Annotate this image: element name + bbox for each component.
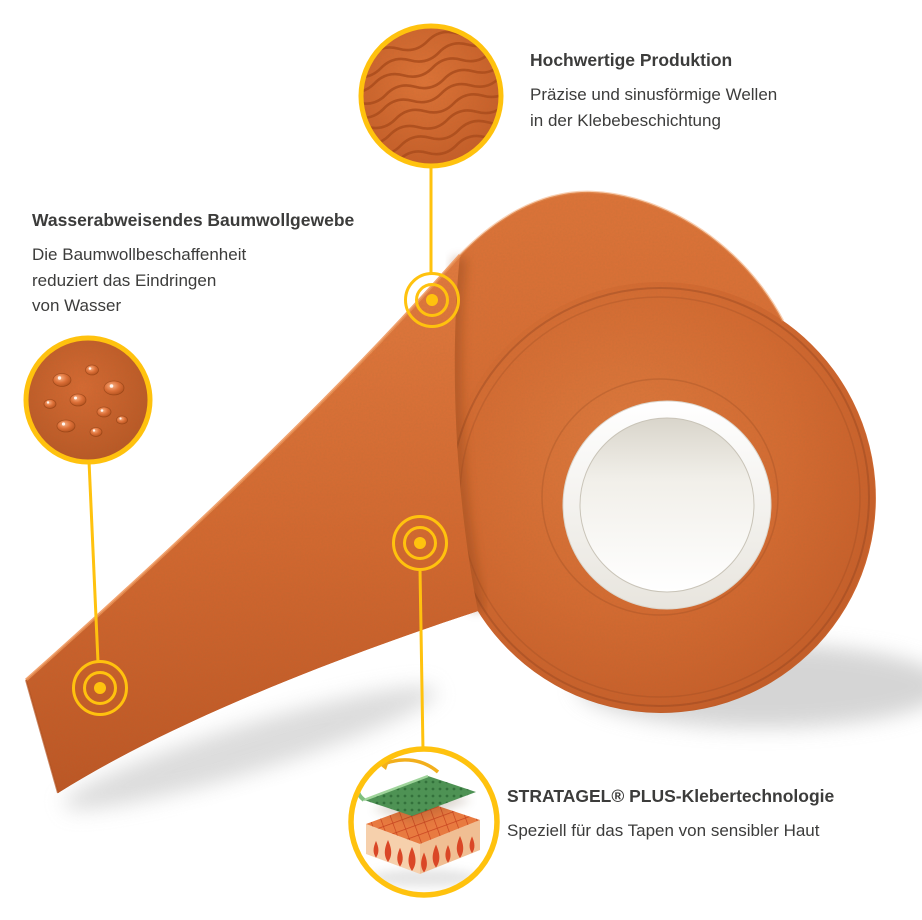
- callout-cotton-title: Wasserabweisendes Baumwollgewebe: [32, 210, 355, 230]
- callout-adhesive-title: STRATAGEL® PLUS-Klebertechnologie: [507, 786, 835, 806]
- callout-cotton-line: reduziert das Eindringen: [32, 270, 217, 290]
- callout-cotton-line: von Wasser: [32, 296, 122, 315]
- callout-production-line: in der Klebebeschichtung: [530, 110, 721, 130]
- connector-lines: [87, 165, 433, 751]
- tape-roll: [25, 190, 876, 794]
- fabric-texture: [26, 191, 876, 794]
- zoom-circle-cotton: [23, 335, 153, 465]
- target-marker-cotton-icon: [72, 660, 128, 716]
- zoom-circle-adhesive: [348, 746, 500, 898]
- callout-adhesive-line: Speziell für das Tapen von sensibler Hau…: [507, 821, 820, 840]
- peel-arrow-icon: [383, 758, 440, 774]
- strip-edge-highlight: [25, 254, 462, 682]
- water-droplets: [43, 364, 128, 437]
- callout-production: Hochwertige Produktion Präzise und sinus…: [530, 50, 890, 133]
- callout-cotton-line: Die Baumwollbeschaffenheit: [32, 245, 247, 264]
- connector-adhesive: [418, 568, 425, 751]
- callout-adhesive: STRATAGEL® PLUS-Klebertechnologie Spezie…: [507, 786, 917, 844]
- target-marker-adhesive-icon: [392, 515, 448, 571]
- callout-cotton: Wasserabweisendes Baumwollgewebe Die Bau…: [32, 210, 392, 319]
- target-marker-production-icon: [404, 272, 460, 328]
- callout-production-title: Hochwertige Produktion: [530, 50, 733, 70]
- callout-production-line: Präzise und sinusförmige Wellen: [530, 85, 778, 104]
- roll-core-hole: [579, 417, 755, 593]
- connector-cotton: [87, 460, 100, 663]
- zoom-circle-production: [358, 23, 504, 169]
